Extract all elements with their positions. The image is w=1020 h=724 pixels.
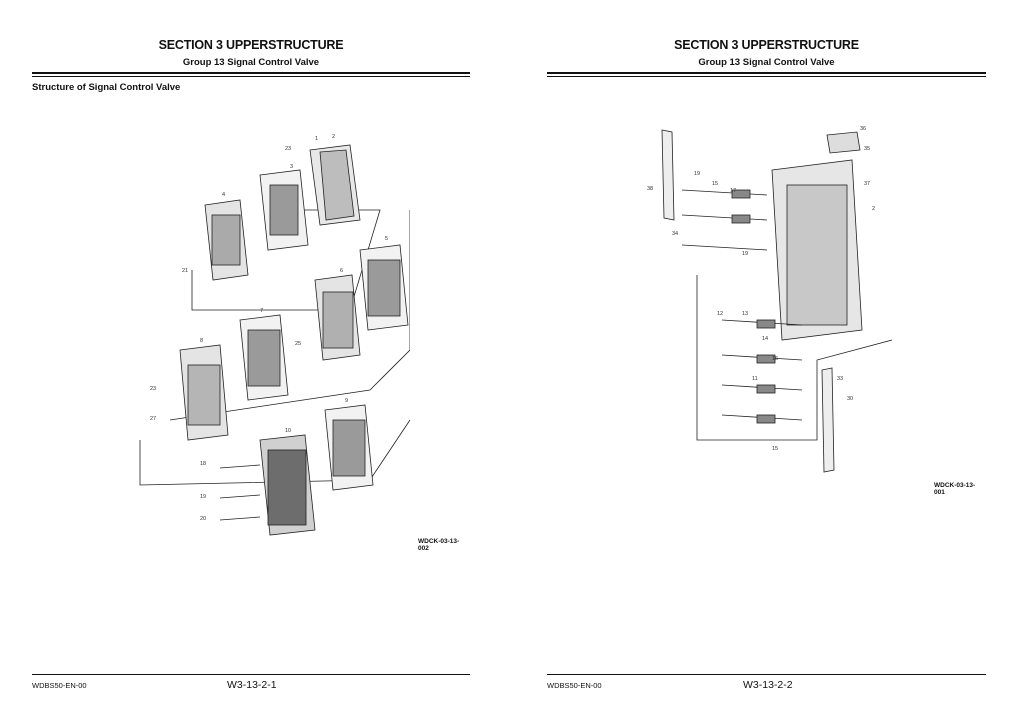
left-page: SECTION 3 UPPERSTRUCTURE Group 13 Signal… [32, 0, 470, 724]
svg-text:15: 15 [772, 446, 778, 452]
header-rule-thin [547, 76, 986, 77]
figure-code: WDCK-03-13-001 [934, 482, 976, 496]
page-subtitle: Structure of Signal Control Valve [32, 82, 181, 93]
header-rule [547, 72, 986, 74]
svg-text:9: 9 [345, 398, 348, 404]
right-page: SECTION 3 UPPERSTRUCTURE Group 13 Signal… [547, 0, 986, 724]
svg-text:38: 38 [647, 186, 653, 192]
svg-text:36: 36 [860, 126, 866, 132]
svg-text:35: 35 [864, 146, 870, 152]
svg-text:3: 3 [290, 164, 293, 170]
svg-text:30: 30 [847, 396, 853, 402]
footer-rule [547, 674, 986, 675]
section-title: SECTION 3 UPPERSTRUCTURE [674, 38, 859, 52]
svg-text:21: 21 [182, 268, 188, 274]
svg-text:37: 37 [864, 181, 870, 187]
document-code: WDBS50-EN-00 [32, 681, 87, 690]
svg-text:2: 2 [872, 206, 875, 212]
svg-text:19: 19 [742, 251, 748, 257]
footer-rule [32, 674, 470, 675]
group-title: Group 13 Signal Control Valve [698, 57, 835, 68]
svg-text:23: 23 [285, 146, 291, 152]
svg-text:15: 15 [712, 181, 718, 187]
section-title: SECTION 3 UPPERSTRUCTURE [158, 38, 344, 52]
figure-code: WDCK-03-13-002 [418, 538, 460, 552]
svg-text:33: 33 [837, 376, 843, 382]
svg-text:8: 8 [200, 338, 203, 344]
svg-text:16: 16 [772, 356, 778, 362]
svg-text:18: 18 [200, 461, 206, 467]
svg-text:12: 12 [717, 311, 723, 317]
svg-text:27: 27 [150, 416, 156, 422]
header-rule-thin [32, 76, 470, 77]
svg-text:14: 14 [762, 336, 768, 342]
svg-text:5: 5 [385, 236, 388, 242]
svg-text:19: 19 [694, 171, 700, 177]
svg-text:23: 23 [150, 386, 156, 392]
svg-text:7: 7 [260, 308, 263, 314]
svg-text:11: 11 [752, 376, 758, 382]
svg-text:34: 34 [672, 231, 678, 237]
svg-text:20: 20 [200, 516, 206, 522]
svg-text:1: 1 [315, 136, 318, 142]
svg-text:10: 10 [285, 428, 291, 434]
svg-text:17: 17 [730, 188, 736, 194]
page-number: W3-13-2-2 [743, 679, 793, 691]
svg-text:13: 13 [742, 311, 748, 317]
svg-text:6: 6 [340, 268, 343, 274]
exploded-view-diagram-left: 1 2 3 4 5 6 7 8 9 10 18 19 20 21 23 23 25 27 [110, 120, 410, 540]
svg-text:25: 25 [295, 341, 301, 347]
svg-text:4: 4 [222, 192, 225, 198]
svg-text:19: 19 [200, 494, 206, 500]
document-code: WDBS50-EN-00 [547, 681, 602, 690]
page-number: W3-13-2-1 [227, 679, 277, 691]
group-title: Group 13 Signal Control Valve [182, 57, 320, 68]
svg-text:2: 2 [332, 134, 335, 140]
exploded-view-diagram-right: 36 35 37 2 38 34 19 15 17 19 12 13 14 16 11 33 3… [632, 110, 902, 490]
header-rule [32, 72, 470, 74]
